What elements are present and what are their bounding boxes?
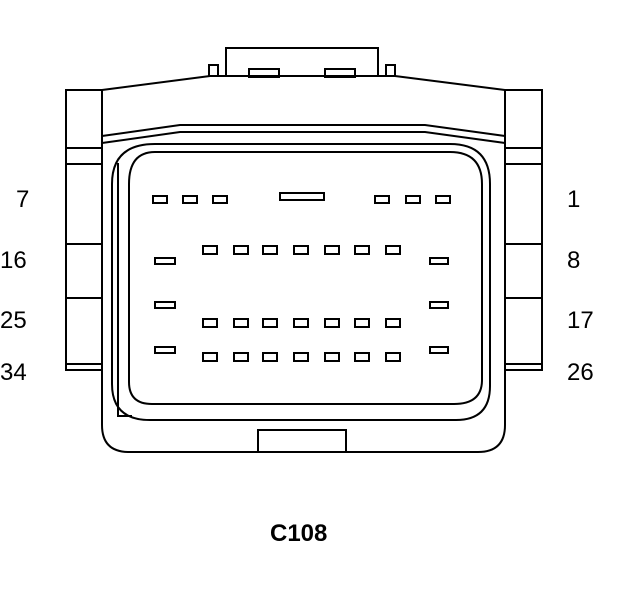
terminal-pin <box>293 245 309 255</box>
terminal-pin <box>293 352 309 362</box>
terminal-pin <box>385 352 401 362</box>
terminal-pin <box>182 195 198 204</box>
terminal-pin <box>354 245 370 255</box>
terminal-pin <box>202 352 218 362</box>
terminal-pins <box>152 192 451 362</box>
terminal-pin <box>202 318 218 328</box>
terminal-pin <box>233 318 249 328</box>
terminal-pin <box>233 245 249 255</box>
pin-label-1: 1 <box>567 186 581 213</box>
terminal-pin <box>262 318 278 328</box>
terminal-pin <box>154 301 176 309</box>
terminal-pin <box>405 195 421 204</box>
terminal-pin <box>324 318 340 328</box>
terminal-pin <box>374 195 390 204</box>
terminal-pin <box>429 301 449 309</box>
right-flange <box>504 89 543 371</box>
terminal-pin <box>435 195 451 204</box>
terminal-pin <box>262 245 278 255</box>
pin-label-26: 26 <box>567 359 594 386</box>
pin-cavity <box>111 143 491 421</box>
pin-label-7: 7 <box>16 186 30 213</box>
key-slot <box>279 192 325 201</box>
terminal-pin <box>262 352 278 362</box>
terminal-pin <box>354 352 370 362</box>
pin-label-16: 16 <box>0 247 27 274</box>
terminal-pin <box>324 352 340 362</box>
terminal-pin <box>385 318 401 328</box>
terminal-pin <box>324 245 340 255</box>
terminal-pin <box>385 245 401 255</box>
terminal-pin <box>429 346 449 354</box>
pin-label-8: 8 <box>567 247 581 274</box>
terminal-pin <box>154 346 176 354</box>
terminal-pin <box>154 257 176 265</box>
connector-body <box>101 75 506 453</box>
terminal-pin <box>212 195 228 204</box>
terminal-pin <box>233 352 249 362</box>
connector-id: C108 <box>270 520 328 547</box>
pin-label-34: 34 <box>0 359 27 386</box>
terminal-pin <box>152 195 168 204</box>
left-flange <box>65 89 103 371</box>
terminal-pin <box>429 257 449 265</box>
terminal-pin <box>293 318 309 328</box>
pin-label-25: 25 <box>0 307 27 334</box>
pin-label-17: 17 <box>567 307 594 334</box>
terminal-pin <box>202 245 218 255</box>
top-latch <box>208 47 396 78</box>
terminal-pin <box>354 318 370 328</box>
